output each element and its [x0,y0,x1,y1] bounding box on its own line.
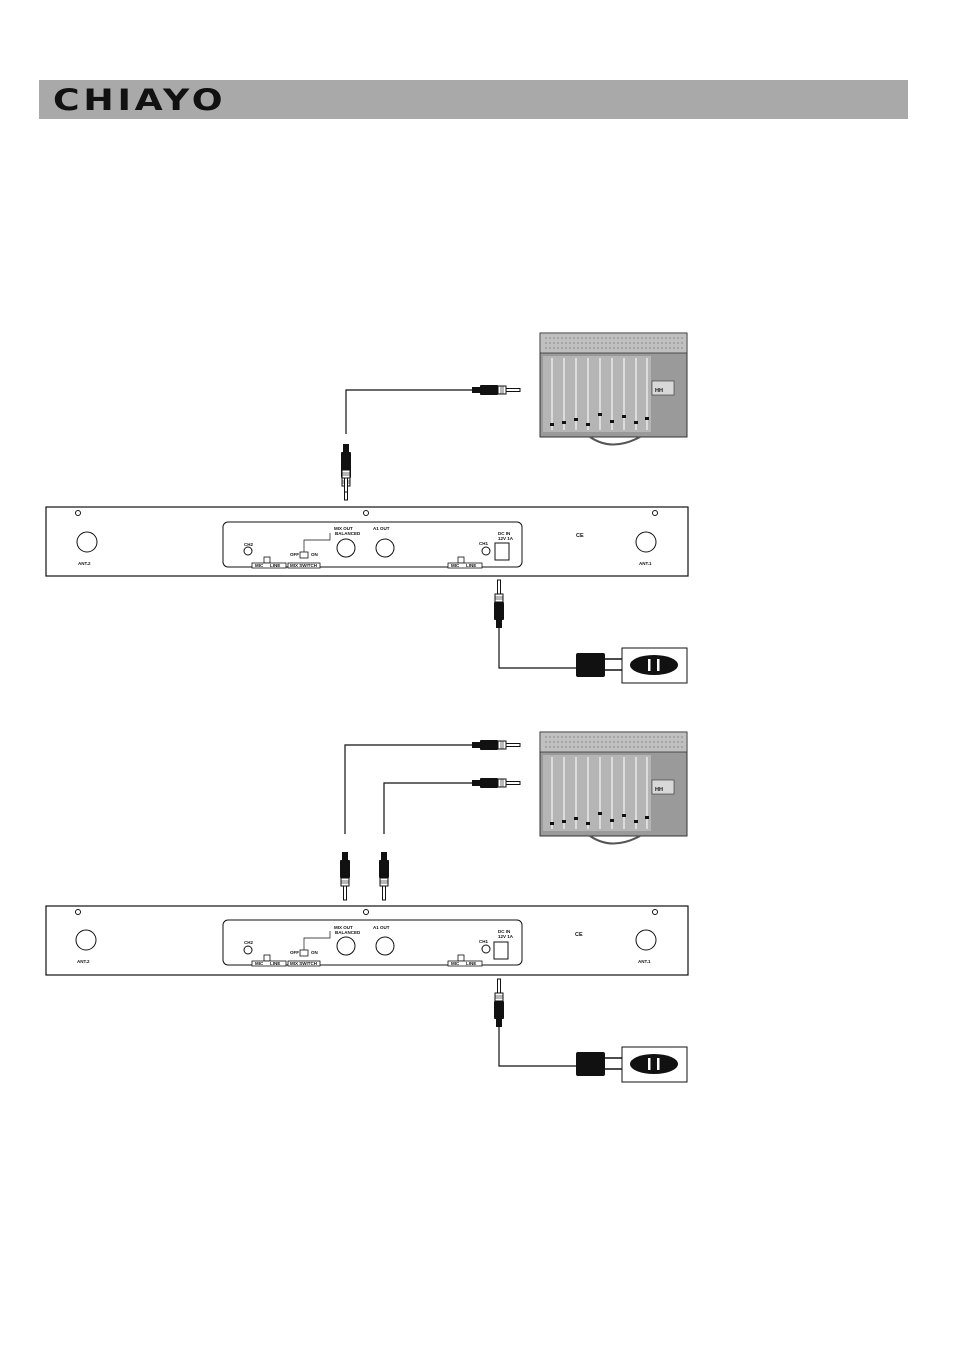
ant2-label-2: ANT.2 [77,959,90,964]
dc-in-label: DC IN [498,531,510,536]
on-label-2: ON [311,950,318,955]
dc-in-sub-2: 12V 1A [498,934,514,939]
mixer-console-2: HH [539,731,688,845]
line-label-ch1-2: LINE [466,961,476,966]
mixer-console-1: HH [539,332,688,446]
ant1-label: ANT.1 [639,561,652,566]
power-adapter-1 [493,579,688,684]
brand-logo: CHIAYO [53,83,227,117]
audio-cable-1 [340,384,521,501]
ch2-label: CH2 [244,542,253,547]
power-adapter-2 [493,978,688,1083]
mix-out-label: MIX OUT [334,526,353,531]
line-label-ch2: LINE [270,563,280,568]
a1-out-label: A1 OUT [373,526,390,531]
ant1-label-2: ANT.1 [638,959,651,964]
off-label: OFF [290,552,299,557]
mic-label-ch2-2: MIC [255,961,264,966]
receiver-rear-panel-2: ANT.2 ANT.1 CE CH2 MIC LINE OFF ON MIX S… [45,905,689,976]
mix-switch-label-2: MIX SWITCH [290,961,317,966]
dc-in-sub: 12V 1A [498,536,514,541]
ant2-label: ANT.2 [78,561,91,566]
audio-cable-2a [339,739,521,901]
mix-out-label-2: MIX OUT [334,925,353,930]
mic-label-ch1: MIC [451,563,460,568]
ce-mark-2: CE [575,932,583,938]
ch2-label-2: CH2 [244,940,253,945]
mic-label-ch1-2: MIC [451,961,460,966]
on-label: ON [311,552,318,557]
header-bar: CHIAYO [39,80,908,119]
mix-out-sub: BALANCED [335,531,361,536]
mix-out-sub-2: BALANCED [335,930,361,935]
mic-label-ch2: MIC [255,563,264,568]
off-label-2: OFF [290,950,299,955]
ce-mark: CE [576,533,584,539]
ch1-label: CH1 [479,541,488,546]
receiver-rear-panel-1: ANT.2 ANT.1 CE CH2 MIC LINE OFF ON MIX S… [45,506,689,577]
mixer-display-1: HH [655,388,663,394]
ch1-label-2: CH1 [479,939,488,944]
line-label-ch1: LINE [466,563,476,568]
a1-out-label-2: A1 OUT [373,925,390,930]
line-label-ch2-2: LINE [270,961,280,966]
mix-switch-label: MIX SWITCH [290,563,317,568]
audio-cable-2b [378,777,521,901]
dc-in-label-2: DC IN [498,929,510,934]
mixer-display-2: HH [655,787,663,793]
